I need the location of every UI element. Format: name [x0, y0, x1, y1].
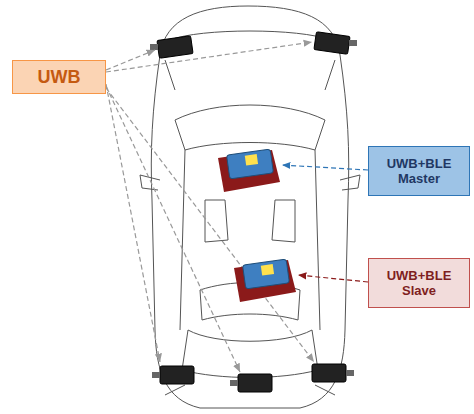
box-label: UWB+BLE Master: [375, 156, 463, 186]
uwb-box: UWB: [12, 60, 106, 94]
box-label: UWB+BLE Slave: [375, 268, 463, 298]
master-box: UWB+BLE Master: [368, 146, 470, 196]
slave-box: UWB+BLE Slave: [368, 258, 470, 308]
box-label: UWB: [38, 67, 81, 88]
